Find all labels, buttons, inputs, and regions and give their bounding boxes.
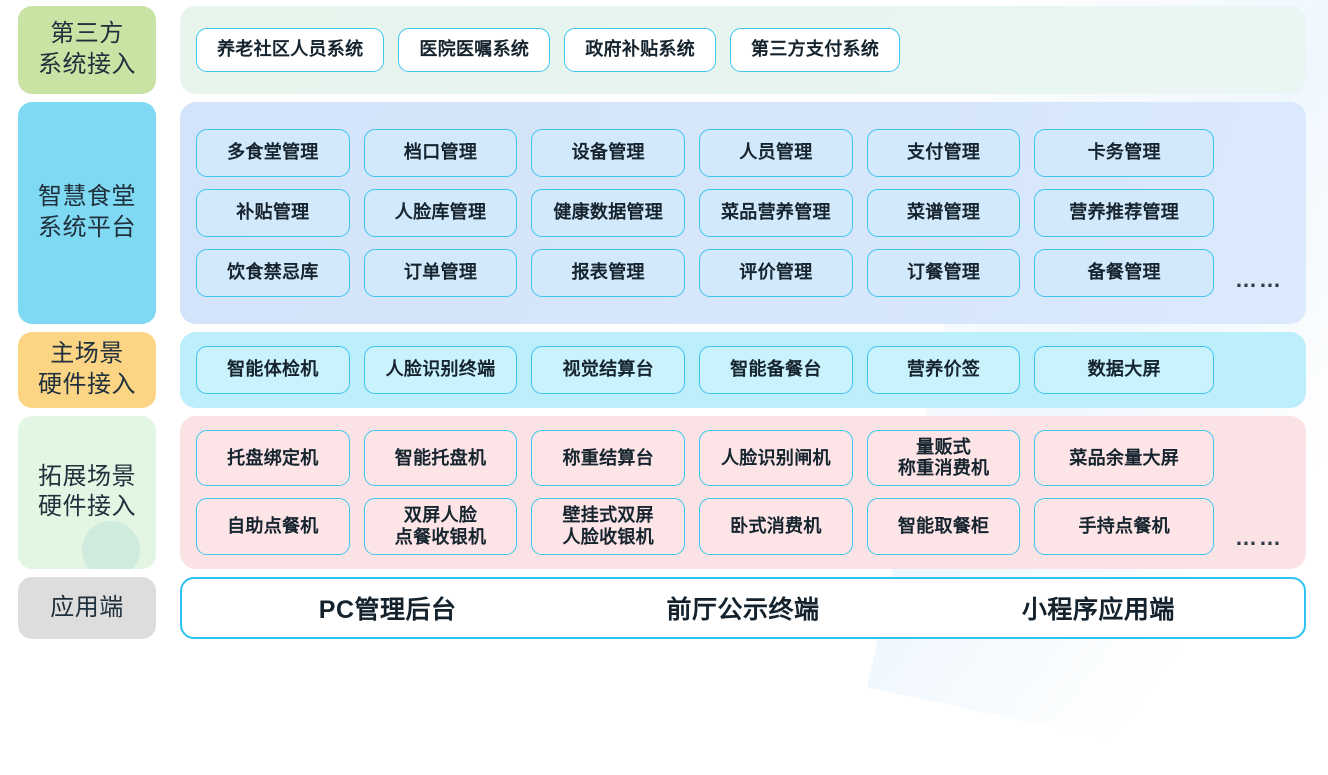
- pill-handheld-ordering-machine[interactable]: 手持点餐机: [1034, 498, 1214, 555]
- band-application: 应用端 PC管理后台 前厅公示终端 小程序应用端: [18, 576, 1306, 639]
- pill-third-party-payment-system[interactable]: 第三方支付系统: [730, 28, 901, 72]
- pill-report-management[interactable]: 报表管理: [531, 249, 686, 297]
- pill-elderly-community-personnel-system[interactable]: 养老社区人员系统: [196, 28, 385, 72]
- band-label-text: 主场景 硬件接入: [38, 340, 136, 398]
- row-spacer: [1228, 430, 1290, 486]
- pill-personnel-management[interactable]: 人员管理: [699, 129, 853, 177]
- app-item-miniprogram-application[interactable]: 小程序应用端: [1021, 595, 1175, 624]
- pill-wall-mounted-dual-screen-face-cashier[interactable]: 壁挂式双屏 人脸收银机: [531, 498, 686, 555]
- pill-nutrition-recommendation-management[interactable]: 营养推荐管理: [1034, 189, 1214, 237]
- band-main-scene-hardware: 主场景 硬件接入 智能体检机 人脸识别终端 视觉结算台 智能备餐台 营养价签 数…: [18, 332, 1306, 408]
- band-label-text: 应用端: [50, 593, 124, 621]
- pill-horizontal-consumption-machine[interactable]: 卧式消费机: [699, 498, 853, 555]
- pill-evaluation-management[interactable]: 评价管理: [699, 249, 853, 297]
- pill-hospital-medical-order-system[interactable]: 医院医嘱系统: [398, 28, 551, 72]
- pill-government-subsidy-system[interactable]: 政府补贴系统: [564, 28, 717, 72]
- app-item-lobby-display-terminal[interactable]: 前厅公示终端: [666, 595, 820, 624]
- pill-dietary-taboo-library[interactable]: 饮食禁忌库: [196, 249, 350, 297]
- panel-third-party: 养老社区人员系统 医院医嘱系统 政府补贴系统 第三方支付系统: [180, 6, 1306, 94]
- pill-smart-physical-exam-machine[interactable]: 智能体检机: [196, 346, 350, 394]
- pill-dish-nutrition-management[interactable]: 菜品营养管理: [699, 189, 853, 237]
- pill-device-management[interactable]: 设备管理: [531, 129, 686, 177]
- panel-expanded-scene-hardware: 托盘绑定机 智能托盘机 称重结算台 人脸识别闸机 量贩式 称重消费机 菜品余量大…: [180, 416, 1306, 569]
- row-spacer: [1228, 129, 1290, 177]
- band-platform: 智慧食堂 系统平台 多食堂管理 档口管理 设备管理 人员管理 支付管理 卡务管理…: [18, 102, 1306, 324]
- band-label-text: 拓展场景 硬件接入: [38, 462, 136, 521]
- pill-smart-tray-machine[interactable]: 智能托盘机: [363, 430, 518, 487]
- band-label-application: 应用端: [18, 576, 156, 639]
- band-label-third-party: 第三方 系统接入: [18, 6, 156, 94]
- pill-smart-meal-pickup-cabinet[interactable]: 智能取餐柜: [866, 498, 1021, 555]
- pill-smart-meal-preparation-station[interactable]: 智能备餐台: [699, 346, 853, 394]
- row-platform-2: 补贴管理 人脸库管理 健康数据管理 菜品营养管理 菜谱管理 营养推荐管理: [196, 189, 1290, 237]
- pill-face-recognition-gate[interactable]: 人脸识别闸机: [699, 430, 853, 487]
- pill-subsidy-management[interactable]: 补贴管理: [196, 189, 350, 237]
- pill-meal-booking-management[interactable]: 订餐管理: [866, 249, 1021, 297]
- row-application-1: PC管理后台 前厅公示终端 小程序应用端: [210, 590, 1276, 626]
- ellipsis-more-expanded: ……: [1234, 524, 1283, 550]
- pill-self-service-ordering-machine[interactable]: 自助点餐机: [196, 498, 350, 555]
- band-label-expanded-scene: 拓展场景 硬件接入: [18, 416, 156, 569]
- pill-weighing-checkout-counter[interactable]: 称重结算台: [531, 430, 686, 487]
- pill-bulk-weighing-consumption-machine[interactable]: 量贩式 称重消费机: [866, 430, 1021, 487]
- pill-meal-preparation-management[interactable]: 备餐管理: [1034, 249, 1214, 297]
- pill-multi-canteen-management[interactable]: 多食堂管理: [196, 129, 350, 177]
- pill-health-data-management[interactable]: 健康数据管理: [531, 189, 686, 237]
- row-spacer: [1228, 189, 1290, 237]
- pill-card-management[interactable]: 卡务管理: [1034, 129, 1214, 177]
- app-item-pc-admin-backend[interactable]: PC管理后台: [318, 595, 457, 624]
- panel-application: PC管理后台 前厅公示终端 小程序应用端: [180, 576, 1306, 639]
- row-expanded-2: 自助点餐机 双屏人脸 点餐收银机 壁挂式双屏 人脸收银机 卧式消费机 智能取餐柜…: [196, 498, 1290, 555]
- band-third-party: 第三方 系统接入 养老社区人员系统 医院医嘱系统 政府补贴系统 第三方支付系统: [18, 6, 1306, 94]
- pill-order-management[interactable]: 订单管理: [363, 249, 518, 297]
- row-platform-3: 饮食禁忌库 订单管理 报表管理 评价管理 订餐管理 备餐管理 ……: [196, 249, 1290, 297]
- row-main-scene-1: 智能体检机 人脸识别终端 视觉结算台 智能备餐台 营养价签 数据大屏: [196, 346, 1290, 394]
- band-label-text: 智慧食堂 系统平台: [38, 183, 136, 241]
- ellipsis-more-platform: ……: [1234, 267, 1283, 292]
- pill-face-library-management[interactable]: 人脸库管理: [363, 189, 518, 237]
- panel-platform: 多食堂管理 档口管理 设备管理 人员管理 支付管理 卡务管理 补贴管理 人脸库管…: [180, 102, 1306, 324]
- band-label-platform: 智慧食堂 系统平台: [18, 102, 156, 324]
- band-label-main-scene: 主场景 硬件接入: [18, 332, 156, 408]
- panel-main-scene-hardware: 智能体检机 人脸识别终端 视觉结算台 智能备餐台 营养价签 数据大屏: [180, 332, 1306, 408]
- row-platform-1: 多食堂管理 档口管理 设备管理 人员管理 支付管理 卡务管理: [196, 129, 1290, 177]
- pill-dish-remaining-big-screen[interactable]: 菜品余量大屏: [1034, 430, 1214, 487]
- row-third-party-1: 养老社区人员系统 医院医嘱系统 政府补贴系统 第三方支付系统: [196, 28, 1290, 72]
- pill-face-recognition-terminal[interactable]: 人脸识别终端: [363, 346, 518, 394]
- pill-visual-checkout-counter[interactable]: 视觉结算台: [531, 346, 686, 394]
- architecture-diagram: 第三方 系统接入 养老社区人员系统 医院医嘱系统 政府补贴系统 第三方支付系统 …: [18, 6, 1306, 639]
- pill-payment-management[interactable]: 支付管理: [866, 129, 1021, 177]
- row-expanded-1: 托盘绑定机 智能托盘机 称重结算台 人脸识别闸机 量贩式 称重消费机 菜品余量大…: [196, 430, 1290, 487]
- pill-dual-screen-face-ordering-cashier[interactable]: 双屏人脸 点餐收银机: [363, 498, 518, 555]
- row-spacer: [1228, 346, 1290, 394]
- band-label-text: 第三方 系统接入: [38, 20, 136, 78]
- pill-stall-management[interactable]: 档口管理: [363, 129, 518, 177]
- pill-nutrition-price-tag[interactable]: 营养价签: [866, 346, 1021, 394]
- pill-data-big-screen[interactable]: 数据大屏: [1034, 346, 1214, 394]
- band-expanded-scene-hardware: 拓展场景 硬件接入 托盘绑定机 智能托盘机 称重结算台 人脸识别闸机 量贩式 称…: [18, 416, 1306, 569]
- pill-menu-management[interactable]: 菜谱管理: [866, 189, 1021, 237]
- pill-tray-binding-machine[interactable]: 托盘绑定机: [196, 430, 350, 487]
